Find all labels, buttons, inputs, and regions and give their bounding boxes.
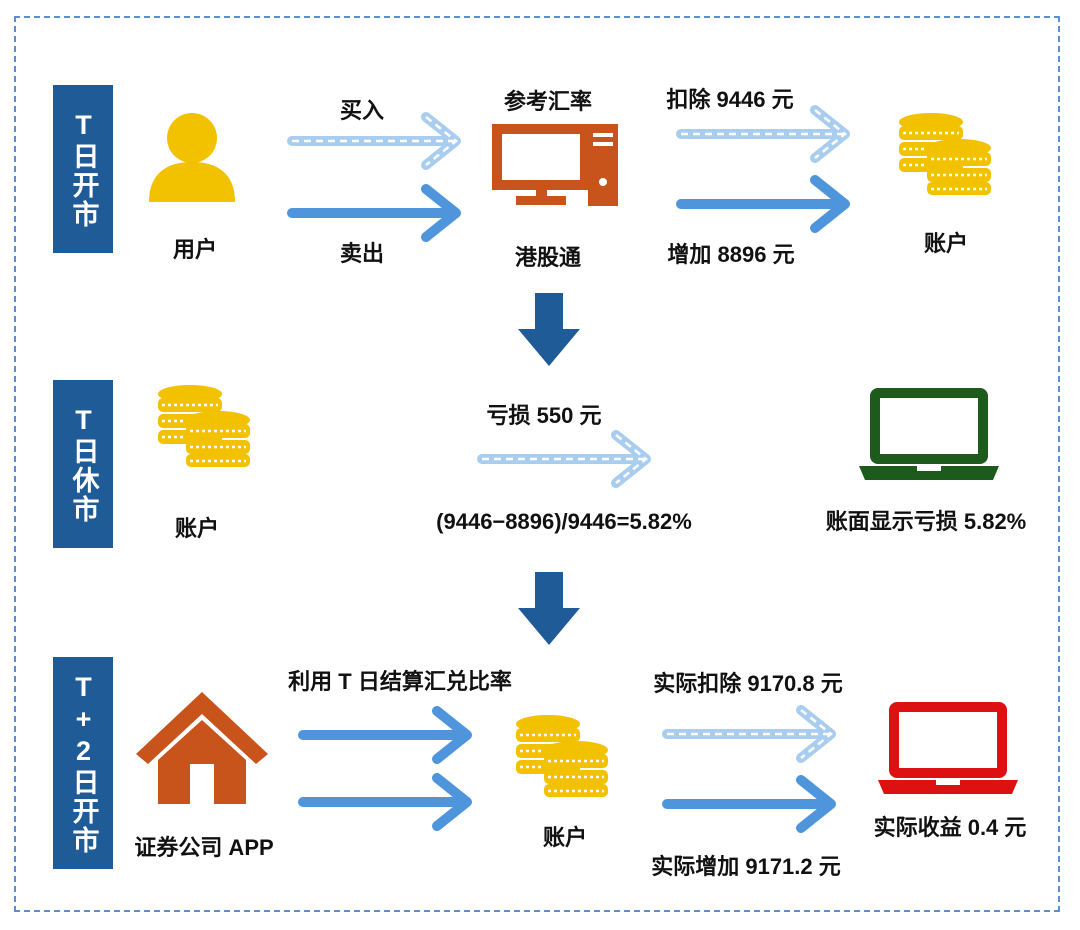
down-arrow-1 (518, 293, 580, 366)
loss-label: 亏损 550 元 (486, 403, 602, 428)
user-label: 用户 (172, 237, 218, 262)
buy-arrow (287, 112, 461, 170)
ref-rate-label: 参考汇率 (503, 89, 593, 114)
account-label-row2: 账户 (174, 516, 220, 541)
display-loss-label: 账面显示亏损 5.82% (825, 509, 1027, 534)
deduct-arrow (676, 105, 850, 163)
account-label-row1: 账户 (923, 231, 969, 256)
broker-app-label: 证券公司 APP (134, 835, 274, 860)
account-label-row3: 账户 (542, 825, 588, 850)
hk-connect-label: 港股通 (514, 245, 582, 270)
laptop-icon (878, 702, 1018, 794)
down-arrow-2 (518, 572, 580, 645)
house-icon (136, 692, 268, 804)
sell-arrow (287, 184, 461, 242)
stage-t-closed: T日休市 (53, 380, 113, 548)
settlement-arrow-top (298, 706, 472, 764)
stage-t-open: T日开市 (53, 85, 113, 253)
loss-arrow (477, 430, 651, 488)
buy-label: 买入 (339, 98, 385, 123)
coins-icon (158, 385, 250, 467)
actual-increase-label: 实际增加 9171.2 元 (651, 854, 841, 879)
diagram-frame (14, 16, 1060, 912)
laptop-icon (859, 388, 999, 480)
sell-label: 卖出 (339, 241, 385, 266)
loss-formula: (9446−8896)/9446=5.82% (436, 509, 692, 534)
actual-deduct-arrow (662, 705, 836, 763)
actual-deduct-label: 实际扣除 9170.8 元 (653, 671, 843, 696)
actual-gain-label: 实际收益 0.4 元 (873, 815, 1027, 840)
stage-t2-open: T+2日开市 (53, 657, 113, 869)
computer-icon (492, 124, 618, 206)
coins-icon (899, 113, 991, 195)
settlement-rate-label: 利用 T 日结算汇兑比率 (288, 669, 512, 694)
deduct-label: 扣除 9446 元 (666, 87, 794, 112)
increase-label: 增加 8896 元 (667, 242, 795, 267)
actual-increase-arrow (662, 775, 836, 833)
coins-icon (516, 715, 608, 797)
increase-arrow (676, 175, 850, 233)
settlement-arrow-bottom (298, 773, 472, 831)
user-icon (149, 113, 235, 202)
